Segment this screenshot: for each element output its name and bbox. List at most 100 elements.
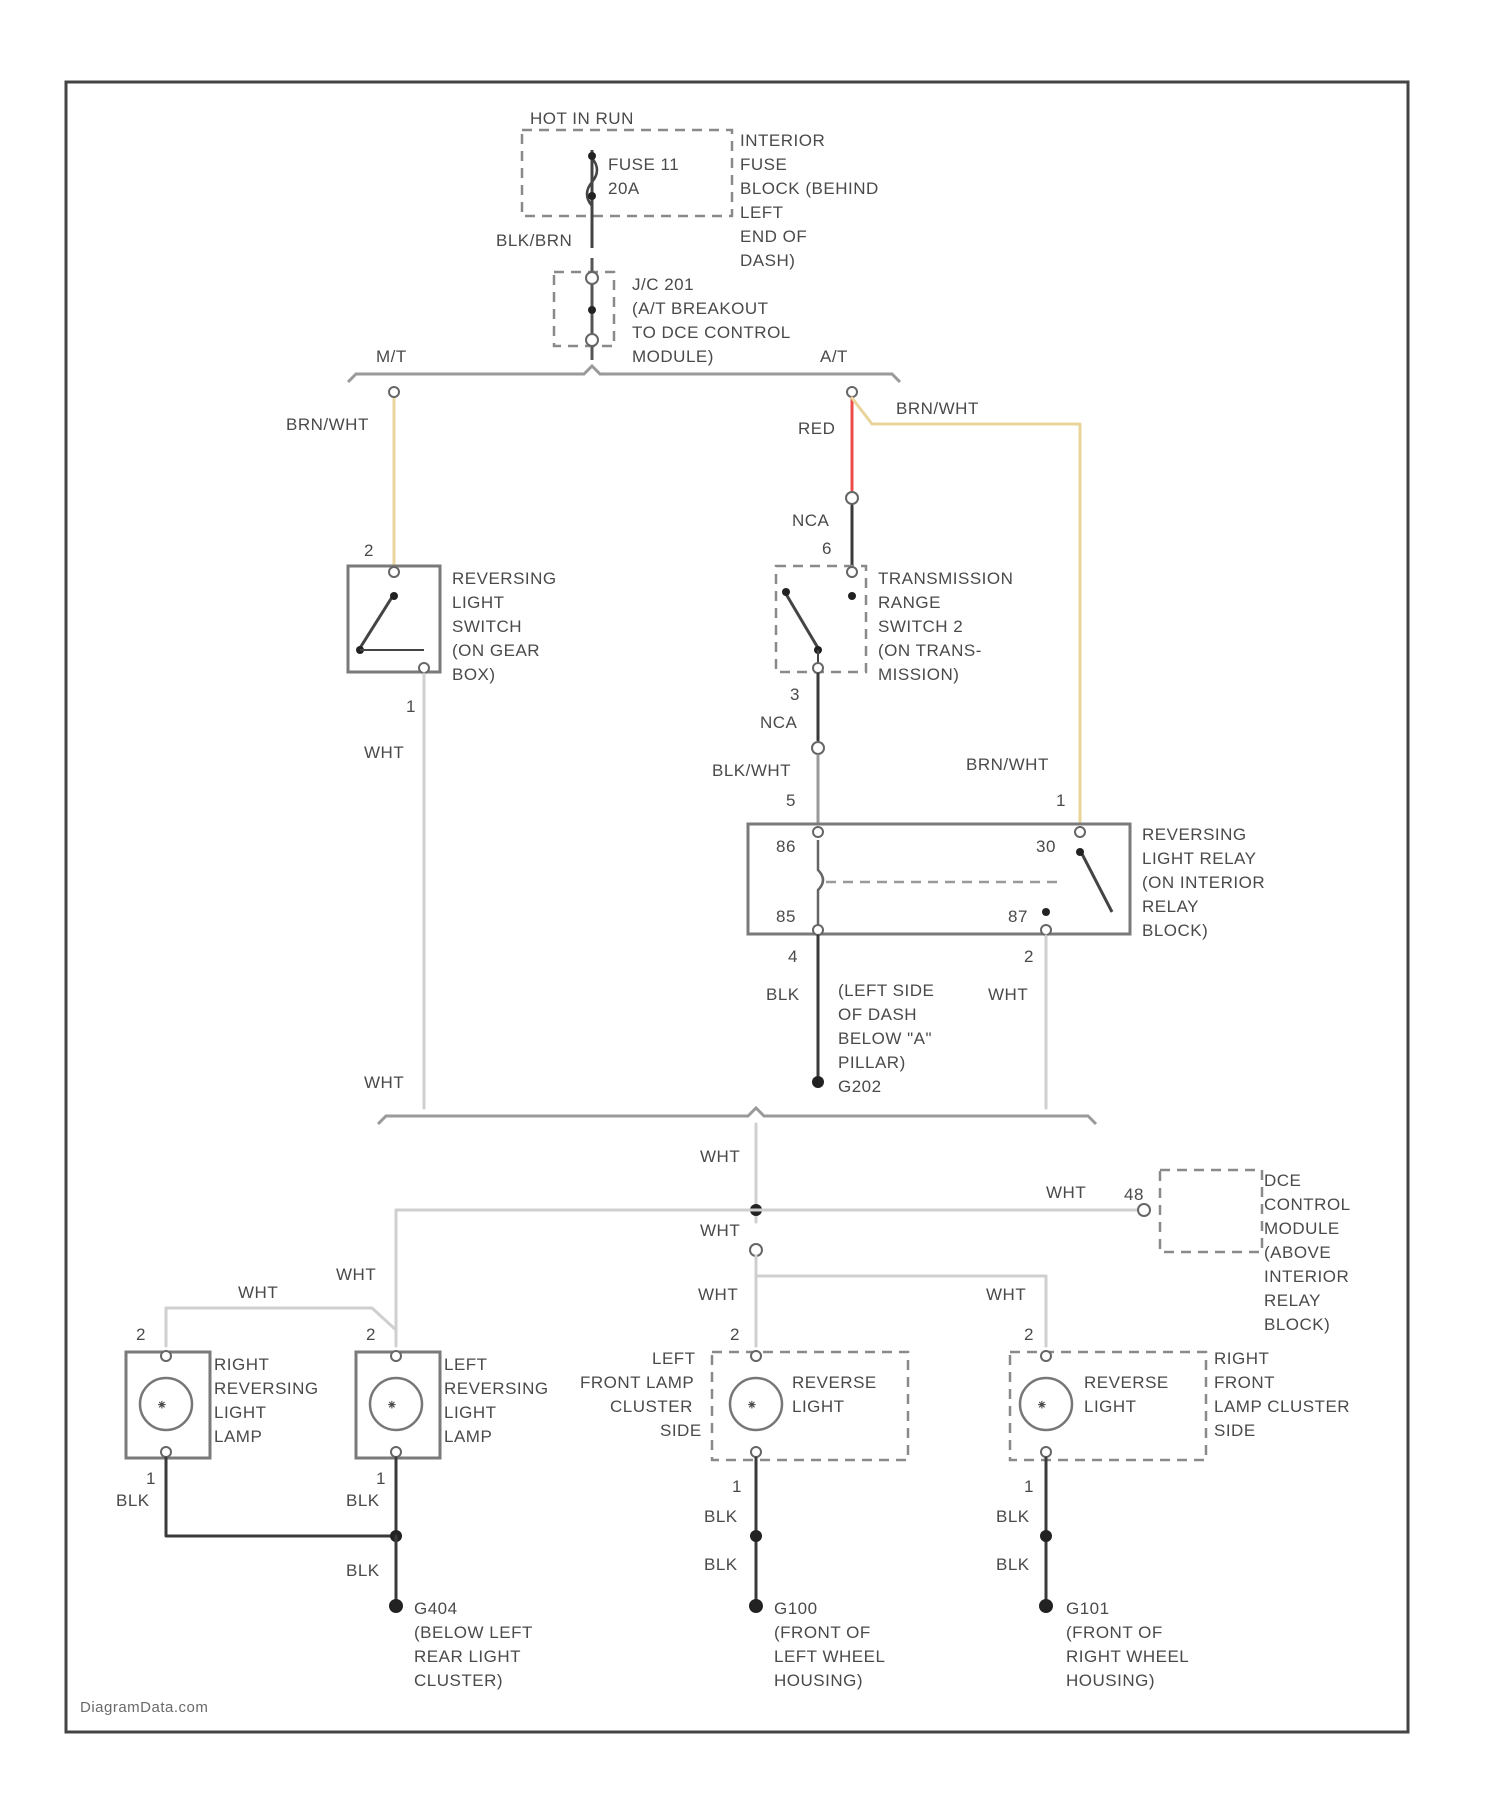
svg-text:(ABOVE: (ABOVE: [1264, 1243, 1331, 1262]
rear-left-blk-label: BLK: [346, 1491, 380, 1510]
mt-wht-label-2: WHT: [364, 1073, 404, 1092]
svg-text:HOUSING): HOUSING): [774, 1671, 863, 1690]
svg-text:DASH): DASH): [740, 251, 795, 270]
svg-text:RIGHT: RIGHT: [214, 1355, 269, 1374]
svg-text:LEFT: LEFT: [652, 1349, 696, 1368]
relay-terminal-30: [1075, 827, 1085, 837]
relay-node-30: [1076, 848, 1084, 856]
svg-text:LIGHT: LIGHT: [792, 1397, 845, 1416]
fuse-amps: 20A: [608, 179, 640, 198]
at-nca-bottom: NCA: [760, 713, 798, 732]
svg-text:RELAY: RELAY: [1142, 897, 1199, 916]
front-right-blk-label: BLK: [996, 1507, 1030, 1526]
svg-text:RIGHT: RIGHT: [1214, 1349, 1269, 1368]
svg-text:PILLAR): PILLAR): [838, 1053, 906, 1072]
branch-at-label: A/T: [820, 347, 848, 366]
svg-text:TRANSMISSION: TRANSMISSION: [878, 569, 1013, 588]
svg-text:SWITCH 2: SWITCH 2: [878, 617, 963, 636]
svg-text:2: 2: [730, 1325, 740, 1344]
relay-pin-86: 86: [776, 837, 796, 856]
reversing-light-relay-box: [748, 824, 1130, 934]
bulb-icon: ⁕: [1036, 1397, 1048, 1413]
bus-wht-label-mid: WHT: [700, 1147, 740, 1166]
svg-text:LIGHT: LIGHT: [444, 1403, 497, 1422]
svg-text:LAMP: LAMP: [214, 1427, 262, 1446]
range-terminal-bottom: [813, 663, 823, 673]
lamp-right-reversing-pin-top: 2: [136, 1325, 146, 1344]
jumper-label: J/C 201 (A/T BREAKOUT TO DCE CONTROL MOD…: [632, 275, 791, 366]
lower-bus-bracket: [378, 1108, 1096, 1124]
relay-pin-85: 85: [776, 907, 796, 926]
relay-node-87: [1042, 908, 1050, 916]
relay-pin-b: 2: [1024, 947, 1034, 966]
svg-text:SIDE: SIDE: [1214, 1421, 1256, 1440]
bus-wht-below-node-label: WHT: [700, 1221, 740, 1240]
svg-text:G100: G100: [774, 1599, 818, 1618]
svg-text:G404: G404: [414, 1599, 458, 1618]
ground-g100-wire-label: BLK: [704, 1555, 738, 1574]
relay-pin-30: 30: [1036, 837, 1056, 856]
svg-text:FRONT LAMP: FRONT LAMP: [580, 1373, 694, 1392]
range-switch-label: TRANSMISSION RANGE SWITCH 2 (ON TRANS- M…: [878, 569, 1013, 684]
svg-text:1: 1: [1024, 1477, 1034, 1496]
svg-text:OF DASH: OF DASH: [838, 1005, 917, 1024]
svg-text:BLOCK): BLOCK): [1264, 1315, 1330, 1334]
fuse-node-top: [588, 152, 596, 160]
bus-wht-to-right-lamp-label: WHT: [336, 1265, 376, 1284]
bulb-icon: ⁕: [156, 1397, 168, 1413]
relay-terminal-86: [813, 827, 823, 837]
ground-g404-wire-label: BLK: [346, 1561, 380, 1580]
svg-text:2: 2: [366, 1325, 376, 1344]
svg-text:(ON INTERIOR: (ON INTERIOR: [1142, 873, 1265, 892]
svg-text:INTERIOR: INTERIOR: [1264, 1267, 1349, 1286]
bus-wht-front-right-label: WHT: [986, 1285, 1026, 1304]
svg-text:CONTROL: CONTROL: [1264, 1195, 1351, 1214]
reversing-switch-box: [348, 566, 440, 672]
svg-text:LEFT: LEFT: [740, 203, 784, 222]
svg-text:J/C 201: J/C 201: [632, 275, 694, 294]
fuse-name: FUSE 11: [608, 155, 679, 174]
fuse-location-label: INTERIOR FUSE BLOCK (BEHIND LEFT END OF …: [740, 131, 879, 270]
svg-text:REVERSE: REVERSE: [1084, 1373, 1169, 1392]
svg-text:REVERSE: REVERSE: [792, 1373, 877, 1392]
switch-node-a: [390, 592, 398, 600]
relay-pin-a: 4: [788, 947, 798, 966]
at-brnwht-label: BRN/WHT: [896, 399, 979, 418]
lamp-right-front-reverse: 2 ⁕ REVERSE LIGHT RIGHT FRONT LAMP CLUST…: [1010, 1325, 1350, 1496]
switch-terminal-bottom: [419, 663, 429, 673]
svg-text:MODULE: MODULE: [1264, 1219, 1340, 1238]
mt-wire-top-label: BRN/WHT: [286, 415, 369, 434]
svg-text:1: 1: [732, 1477, 742, 1496]
svg-text:LEFT WHEEL: LEFT WHEEL: [774, 1647, 885, 1666]
relay-terminal-87: [1041, 925, 1051, 935]
fuse-out-wire-label: BLK/BRN: [496, 231, 572, 250]
svg-text:G202: G202: [838, 1077, 882, 1096]
relay-contact-arm: [1080, 850, 1112, 912]
ground-g101: [1039, 1599, 1053, 1613]
relay-coil: [818, 840, 823, 926]
svg-text:DCE: DCE: [1264, 1171, 1301, 1190]
ground-g100: [749, 1599, 763, 1613]
at-connector-top: [846, 492, 858, 504]
ground-g101-wire-label: BLK: [996, 1555, 1030, 1574]
watermark: DiagramData.com: [80, 1699, 208, 1716]
bus-wht-front-left-label: WHT: [698, 1285, 738, 1304]
module-terminal: [1138, 1204, 1150, 1216]
svg-text:(ON GEAR: (ON GEAR: [452, 641, 540, 660]
svg-text:HOUSING): HOUSING): [1066, 1671, 1155, 1690]
fuse-node-bottom: [588, 192, 596, 200]
lamp-right-reversing: 2 ⁕ RIGHT REVERSING LIGHT LAMP 1: [126, 1325, 319, 1488]
bus-wht-to-left-rear: [166, 1308, 396, 1346]
ground-g100-label: G100 (FRONT OF LEFT WHEEL HOUSING): [774, 1599, 885, 1690]
range-switch-box: [776, 566, 866, 672]
svg-text:FRONT: FRONT: [1214, 1373, 1275, 1392]
relay-wht-label: WHT: [988, 985, 1028, 1004]
top-bus-bracket: [348, 366, 900, 382]
svg-text:INTERIOR: INTERIOR: [740, 131, 825, 150]
at-red-label: RED: [798, 419, 835, 438]
svg-text:LIGHT: LIGHT: [1084, 1397, 1137, 1416]
svg-text:(BELOW LEFT: (BELOW LEFT: [414, 1623, 533, 1642]
svg-text:REAR LIGHT: REAR LIGHT: [414, 1647, 521, 1666]
at-pin1: 1: [1056, 791, 1066, 810]
jumper-terminal-top: [586, 272, 598, 284]
